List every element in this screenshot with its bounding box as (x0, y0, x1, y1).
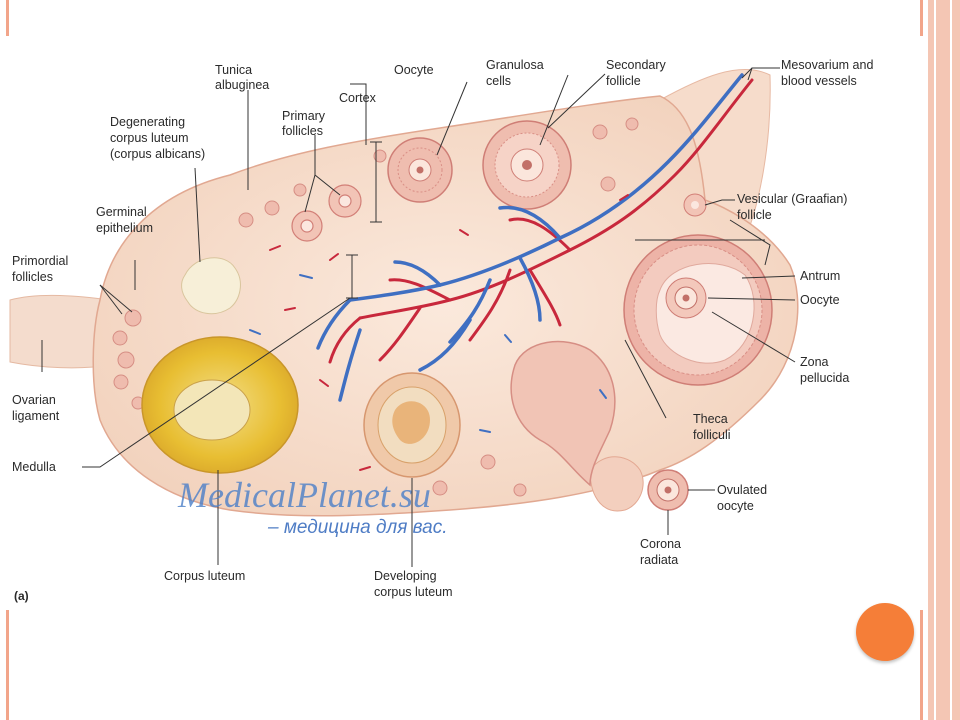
corpus-albicans (181, 257, 241, 315)
label-theca-folliculi: Theca folliculi (693, 412, 731, 442)
label-germinal-epithelium: Germinal epithelium (96, 205, 153, 235)
watermark-site: MedicalPlanet.su (177, 475, 431, 515)
medulla-bracket (346, 254, 358, 299)
primordial-follicles (112, 117, 639, 497)
label-oocyte-right: Oocyte (800, 293, 840, 307)
slide-border-band (928, 0, 960, 720)
graafian-follicle (623, 234, 773, 386)
label-secondary-follicle: Secondary follicle (606, 58, 669, 88)
slide-border-line (934, 0, 936, 720)
secondary-follicle (482, 120, 572, 210)
label-vesicular-follicle: Vesicular (Graafian) follicle (737, 192, 851, 222)
label-ovulated-oocyte: Ovulated oocyte (717, 483, 771, 513)
label-antrum: Antrum (800, 269, 840, 283)
label-primordial-follicles: Primordial follicles (12, 254, 72, 284)
ruptured-follicle (510, 340, 616, 487)
slide-accent-line (6, 0, 9, 36)
label-medulla: Medulla (12, 460, 56, 474)
small-follicle (683, 193, 707, 217)
watermark-tagline: – медицина для вас. (267, 517, 448, 538)
veins (316, 73, 744, 402)
label-primary-follicles: Primary follicles (282, 109, 329, 138)
label-oocyte-top: Oocyte (394, 63, 434, 77)
ovulated-oocyte (647, 469, 689, 511)
cortex-bracket (370, 141, 382, 223)
rupture-stalk (589, 456, 644, 512)
arteries (328, 78, 754, 364)
slide-border-line (950, 0, 952, 720)
label-corona-radiata: Corona radiata (640, 537, 684, 567)
slide-accent-line (920, 610, 923, 720)
antrum (655, 263, 755, 364)
label-corpus-luteum: Corpus luteum (164, 569, 245, 583)
label-granulosa-cells: Granulosa cells (486, 58, 547, 88)
slide-accent-line (920, 0, 923, 36)
small-vessels (249, 194, 629, 471)
panel-label: (a) (14, 589, 29, 603)
corpus-luteum (141, 336, 299, 474)
label-tunica-albuginea: Tunica albuginea (215, 63, 269, 92)
ovary-diagram: Tunica albuginea Cortex Primary follicle… (9, 58, 877, 603)
developing-corpus-luteum (363, 372, 461, 478)
label-degenerating-corpus-luteum: Degenerating corpus luteum (corpus albic… (110, 115, 205, 161)
label-mesovarium: Mesovarium and blood vessels (781, 58, 877, 88)
slide-decorative-dot (856, 603, 914, 661)
leader-lines (41, 67, 796, 567)
label-developing-corpus-luteum: Developing corpus luteum (374, 569, 453, 599)
label-zona-pellucida: Zona pellucida (800, 355, 849, 385)
slide-accent-line (6, 610, 9, 720)
label-ovarian-ligament: Ovarian ligament (12, 393, 60, 423)
label-cortex: Cortex (339, 91, 377, 105)
granulosa-follicle (387, 137, 453, 203)
